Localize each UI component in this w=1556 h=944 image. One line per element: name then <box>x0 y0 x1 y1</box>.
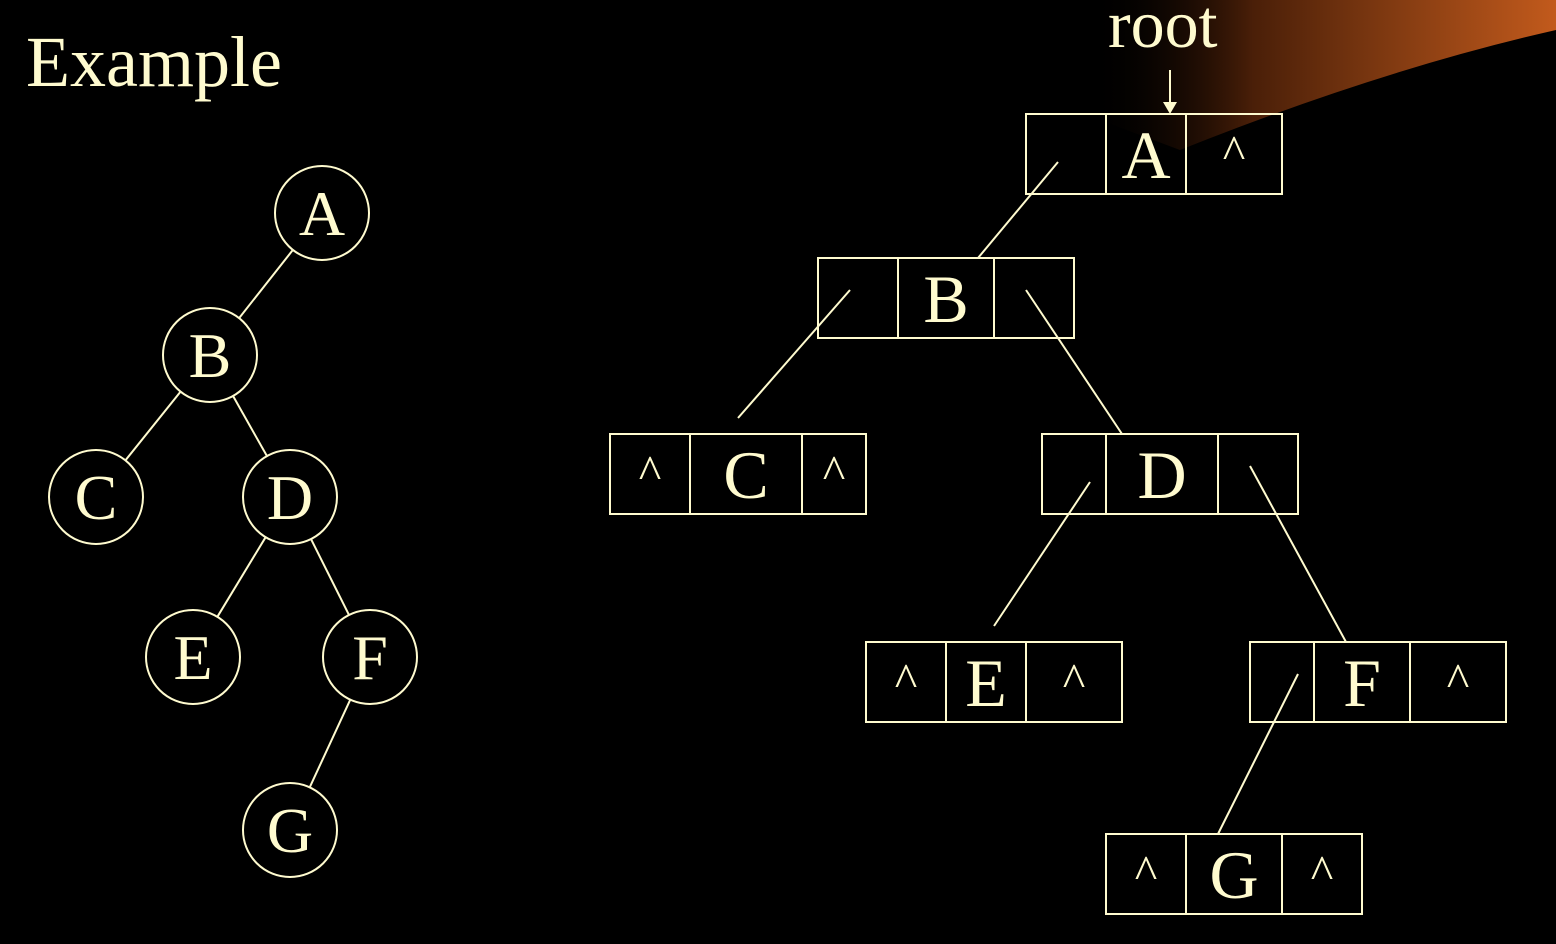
tree-node-C: C <box>48 449 144 545</box>
tree-node-circle <box>48 449 144 545</box>
tree-node-E: E <box>145 609 241 705</box>
root-label: root <box>1108 0 1218 62</box>
tree-node-circle <box>145 609 241 705</box>
tree-node-label: G <box>267 795 313 866</box>
value-field: B <box>923 261 968 337</box>
tree-node-circle <box>242 782 338 878</box>
linked-node-F: F^ <box>1249 641 1507 723</box>
right-pointer-field: ^ <box>1447 654 1470 707</box>
tree-node-B: B <box>162 307 258 403</box>
linked-node-D: D <box>1041 433 1299 515</box>
tree-node-circle <box>274 165 370 261</box>
pointer-line <box>1249 465 1347 643</box>
linked-node-box <box>1025 113 1283 195</box>
pointer-line <box>1217 673 1299 835</box>
binary-tree: ABC D E F G <box>48 165 418 878</box>
tree-node-circle <box>322 609 418 705</box>
tree-node-G: G <box>242 782 338 878</box>
left-pointer-field: ^ <box>1135 846 1158 899</box>
value-field: C <box>723 437 768 513</box>
tree-edge-B-C <box>124 391 182 461</box>
value-field: A <box>1121 117 1170 193</box>
linked-node-box <box>1105 833 1363 915</box>
linked-node-C: ^ C ^ <box>609 433 867 515</box>
tree-edge-D-F <box>310 538 350 616</box>
right-pointer-field: ^ <box>1311 846 1334 899</box>
tree-node-A: A <box>274 165 370 261</box>
tree-node-label: A <box>299 178 345 249</box>
pointer-line <box>993 481 1091 627</box>
value-field: G <box>1209 837 1258 913</box>
tree-node-label: B <box>189 320 232 391</box>
left-pointer-field: ^ <box>639 446 662 499</box>
pointer-line <box>977 161 1059 259</box>
slide-title: Example <box>26 22 282 102</box>
tree-edge-B-D <box>232 395 268 457</box>
accent-banner <box>1090 0 1556 150</box>
pointer-line <box>1025 289 1123 435</box>
linked-node-box <box>1249 641 1507 723</box>
linked-node-A: A^ <box>1025 113 1283 195</box>
right-pointer-field: ^ <box>823 446 846 499</box>
linked-node-box <box>1041 433 1299 515</box>
linked-node-box <box>609 433 867 515</box>
tree-edge-A-B <box>238 249 294 319</box>
tree-node-F: F <box>322 609 418 705</box>
right-pointer-field: ^ <box>1063 654 1086 707</box>
linked-node-box <box>817 257 1075 339</box>
linked-node-box <box>865 641 1123 723</box>
value-field: F <box>1343 645 1381 721</box>
right-pointer-field: ^ <box>1223 126 1246 179</box>
tree-node-circle <box>242 449 338 545</box>
tree-node-label: D <box>267 462 313 533</box>
tree-node-label: F <box>352 622 388 693</box>
tree-node-D: D <box>242 449 338 545</box>
value-field: D <box>1137 437 1186 513</box>
tree-node-label: C <box>75 462 118 533</box>
pointer-line <box>737 289 851 419</box>
root-pointer-arrow <box>1163 70 1177 114</box>
tree-node-label: E <box>173 622 212 693</box>
left-pointer-field: ^ <box>895 654 918 707</box>
linked-representation: A^B^C^D^E^F^^G^ <box>609 113 1507 915</box>
linked-node-G: ^ G ^ <box>1105 833 1363 915</box>
tree-edge-D-E <box>216 536 267 618</box>
linked-node-E: ^ E ^ <box>865 641 1123 723</box>
value-field: E <box>965 645 1007 721</box>
tree-node-circle <box>162 307 258 403</box>
tree-edge-F-G <box>308 699 352 788</box>
linked-node-B: B <box>817 257 1075 339</box>
